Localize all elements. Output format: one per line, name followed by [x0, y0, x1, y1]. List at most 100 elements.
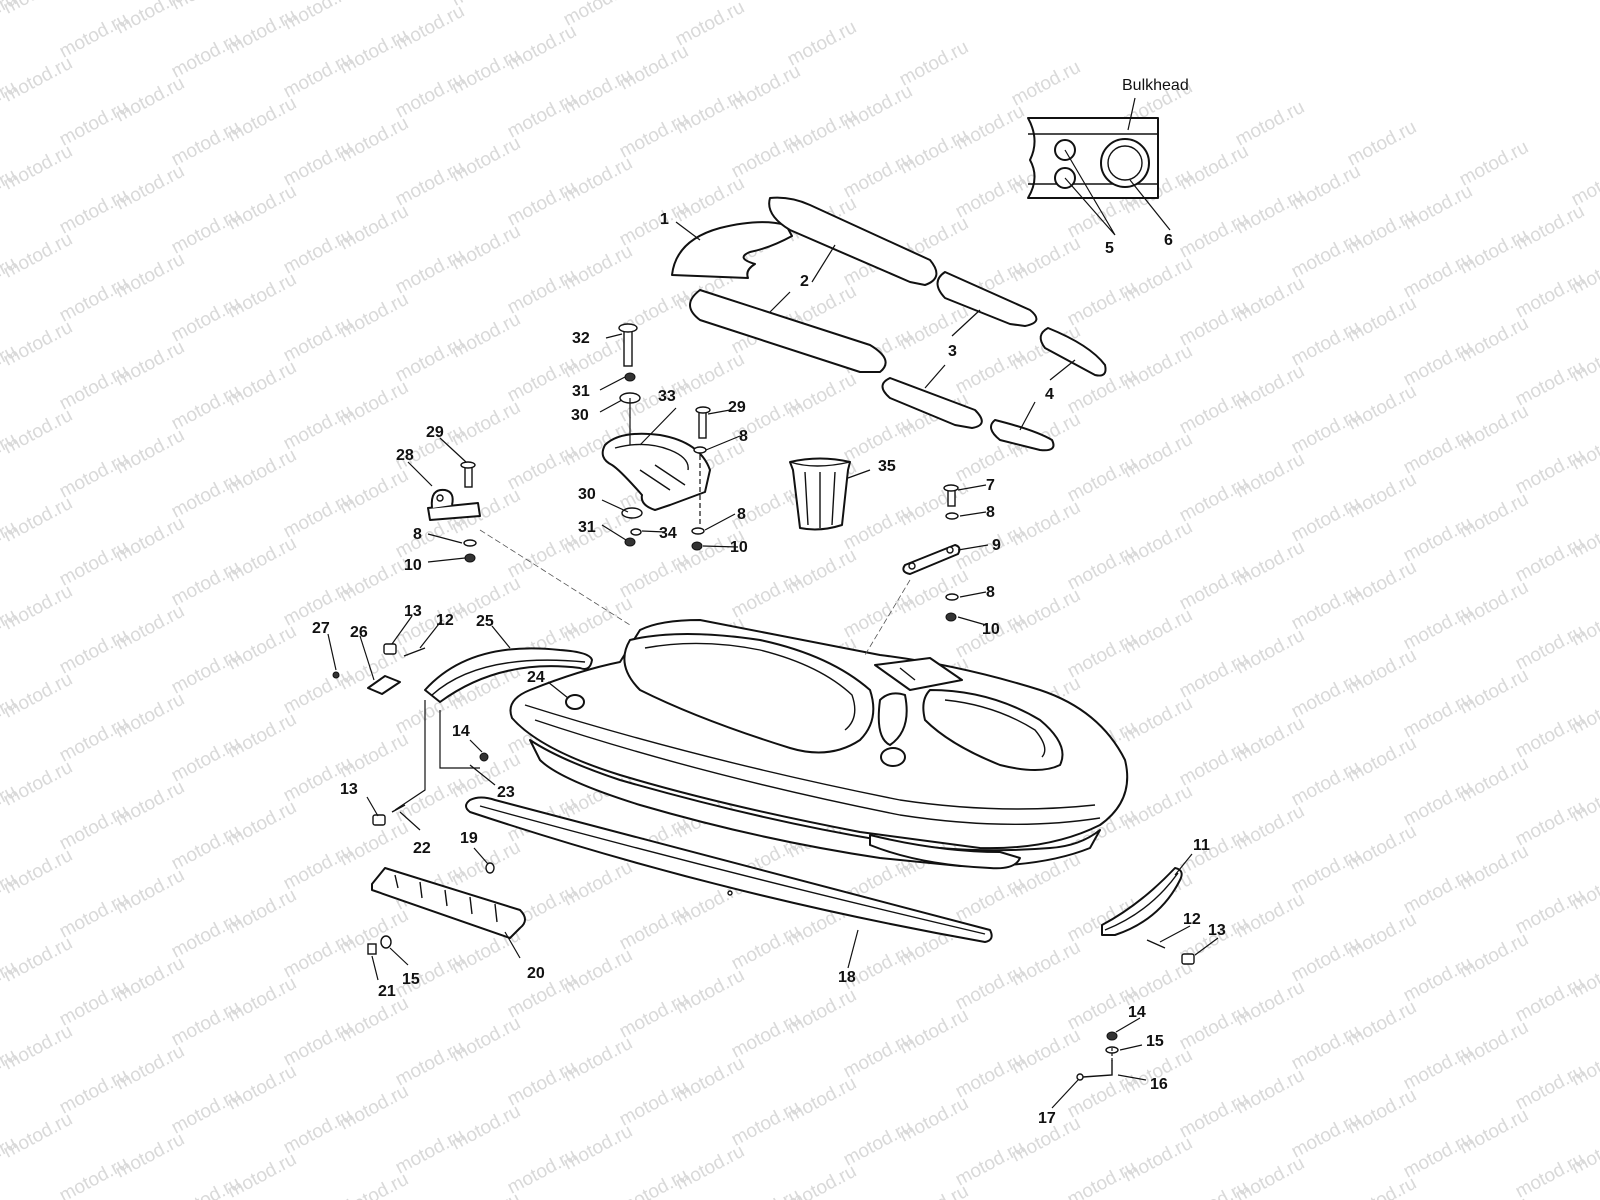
callout-13-lower: 13: [340, 781, 358, 798]
leader-lines: [327, 149, 1219, 1109]
screw-21: [367, 943, 377, 955]
pin-16: [1082, 1060, 1113, 1078]
callout-13-upper: 13: [404, 603, 422, 620]
callout-32: 32: [572, 330, 590, 347]
callout-20: 20: [527, 965, 545, 982]
callout-labels: 1 2 3 4 5 6 7 8 8 8 8 8 9 10 10 10 11 12…: [312, 211, 1226, 1127]
callout-19: 19: [460, 830, 478, 847]
callout-15-left: 15: [402, 971, 420, 988]
callout-27: 27: [312, 620, 330, 637]
callout-8-center-lower: 8: [737, 506, 746, 523]
callout-23: 23: [497, 784, 515, 801]
washer-15-left: [380, 935, 392, 949]
callout-6: 6: [1164, 232, 1173, 249]
alignment-guides: [479, 529, 911, 656]
nut-13-lower: [372, 814, 386, 826]
screw-12-lower: [1146, 939, 1166, 949]
callout-10-left: 10: [404, 557, 422, 574]
nut-10-center: [691, 541, 703, 551]
callout-8-right-upper: 8: [986, 504, 995, 521]
callout-1: 1: [660, 211, 669, 228]
callout-18: 18: [838, 969, 856, 986]
rivet-27: [332, 671, 340, 679]
mat-heel-upper-4: [1039, 327, 1107, 377]
callout-35: 35: [878, 458, 896, 475]
callout-17: 17: [1038, 1110, 1056, 1127]
strap-9: [902, 544, 961, 575]
washer-8-center-upper: [693, 446, 707, 454]
callout-30-upper: 30: [571, 407, 589, 424]
callout-26: 26: [350, 624, 368, 641]
washer-34: [630, 528, 642, 536]
bulkhead-label: Bulkhead: [1122, 77, 1189, 94]
callout-29-center: 29: [728, 399, 746, 416]
callout-10-right: 10: [982, 621, 1000, 638]
storage-bucket-35: [789, 457, 851, 531]
nut-31-upper: [624, 372, 636, 382]
hatch-bracket-33: [601, 432, 711, 511]
callout-24: 24: [527, 669, 545, 686]
callout-30-lower: 30: [578, 486, 596, 503]
callout-22: 22: [413, 840, 431, 857]
nut-14-right: [1106, 1031, 1118, 1041]
mat-rear-upper-3: [936, 271, 1038, 327]
callout-14-left: 14: [452, 723, 470, 740]
mat-side-lower-2: [689, 289, 887, 373]
hardware: [332, 323, 1195, 1081]
callout-16: 16: [1150, 1076, 1168, 1093]
nut-31-lower: [624, 537, 636, 547]
washer-8-left: [463, 539, 477, 547]
callout-28: 28: [396, 447, 414, 464]
callout-11: 11: [1193, 837, 1210, 854]
rivet-17: [1076, 1073, 1084, 1081]
screw-22: [391, 804, 406, 813]
sponson-20: [371, 867, 526, 939]
bracket-28: [427, 488, 481, 521]
callout-8-left: 8: [413, 526, 422, 543]
mat-side-upper-2: [768, 196, 938, 286]
callout-2: 2: [800, 273, 809, 290]
callout-3: 3: [948, 343, 957, 360]
callout-9: 9: [992, 537, 1001, 554]
callout-12-upper: 12: [436, 612, 454, 629]
washer-8-right-lower: [945, 593, 959, 601]
callout-34: 34: [659, 525, 677, 542]
callout-25: 25: [476, 613, 494, 630]
screw-12-upper: [403, 647, 426, 657]
washer-30-lower: [621, 507, 643, 519]
callout-10-center: 10: [730, 539, 748, 556]
callout-15-right: 15: [1146, 1033, 1164, 1050]
washer-19: [485, 862, 495, 874]
callout-8-center-upper: 8: [739, 428, 748, 445]
rub-rail-end-11: [1101, 867, 1183, 936]
callout-31-lower: 31: [578, 519, 596, 536]
bolt-29-center: [698, 409, 707, 439]
nut-10-left: [464, 553, 476, 563]
hull-body: [509, 619, 1129, 870]
rub-rail-25: [424, 647, 593, 703]
callout-21: 21: [378, 983, 396, 1000]
washer-8-center-lower: [691, 527, 705, 535]
nut-13-upper: [383, 643, 397, 655]
mat-front-1: [671, 221, 793, 279]
nut-10-right: [945, 612, 957, 622]
mat-rear-lower-3: [881, 377, 983, 429]
bulkhead-inset: Bulkhead: [1027, 77, 1189, 199]
callout-7: 7: [986, 477, 995, 494]
callout-13-right: 13: [1208, 922, 1226, 939]
callout-8-right-lower: 8: [986, 584, 995, 601]
bolt-32: [623, 327, 633, 367]
callout-4: 4: [1045, 386, 1054, 403]
callout-12-lower: 12: [1183, 911, 1201, 928]
washer-8-right-upper: [945, 512, 959, 520]
clip-26: [367, 675, 401, 695]
nut-13-right: [1181, 953, 1195, 965]
callout-29-left: 29: [426, 424, 444, 441]
mat-heel-lower-4: [990, 419, 1055, 452]
callout-14-right: 14: [1128, 1004, 1146, 1021]
callout-31-upper: 31: [572, 383, 590, 400]
callout-5: 5: [1105, 240, 1114, 257]
rub-rail-18: [465, 796, 993, 943]
nut-14-left: [479, 752, 489, 762]
